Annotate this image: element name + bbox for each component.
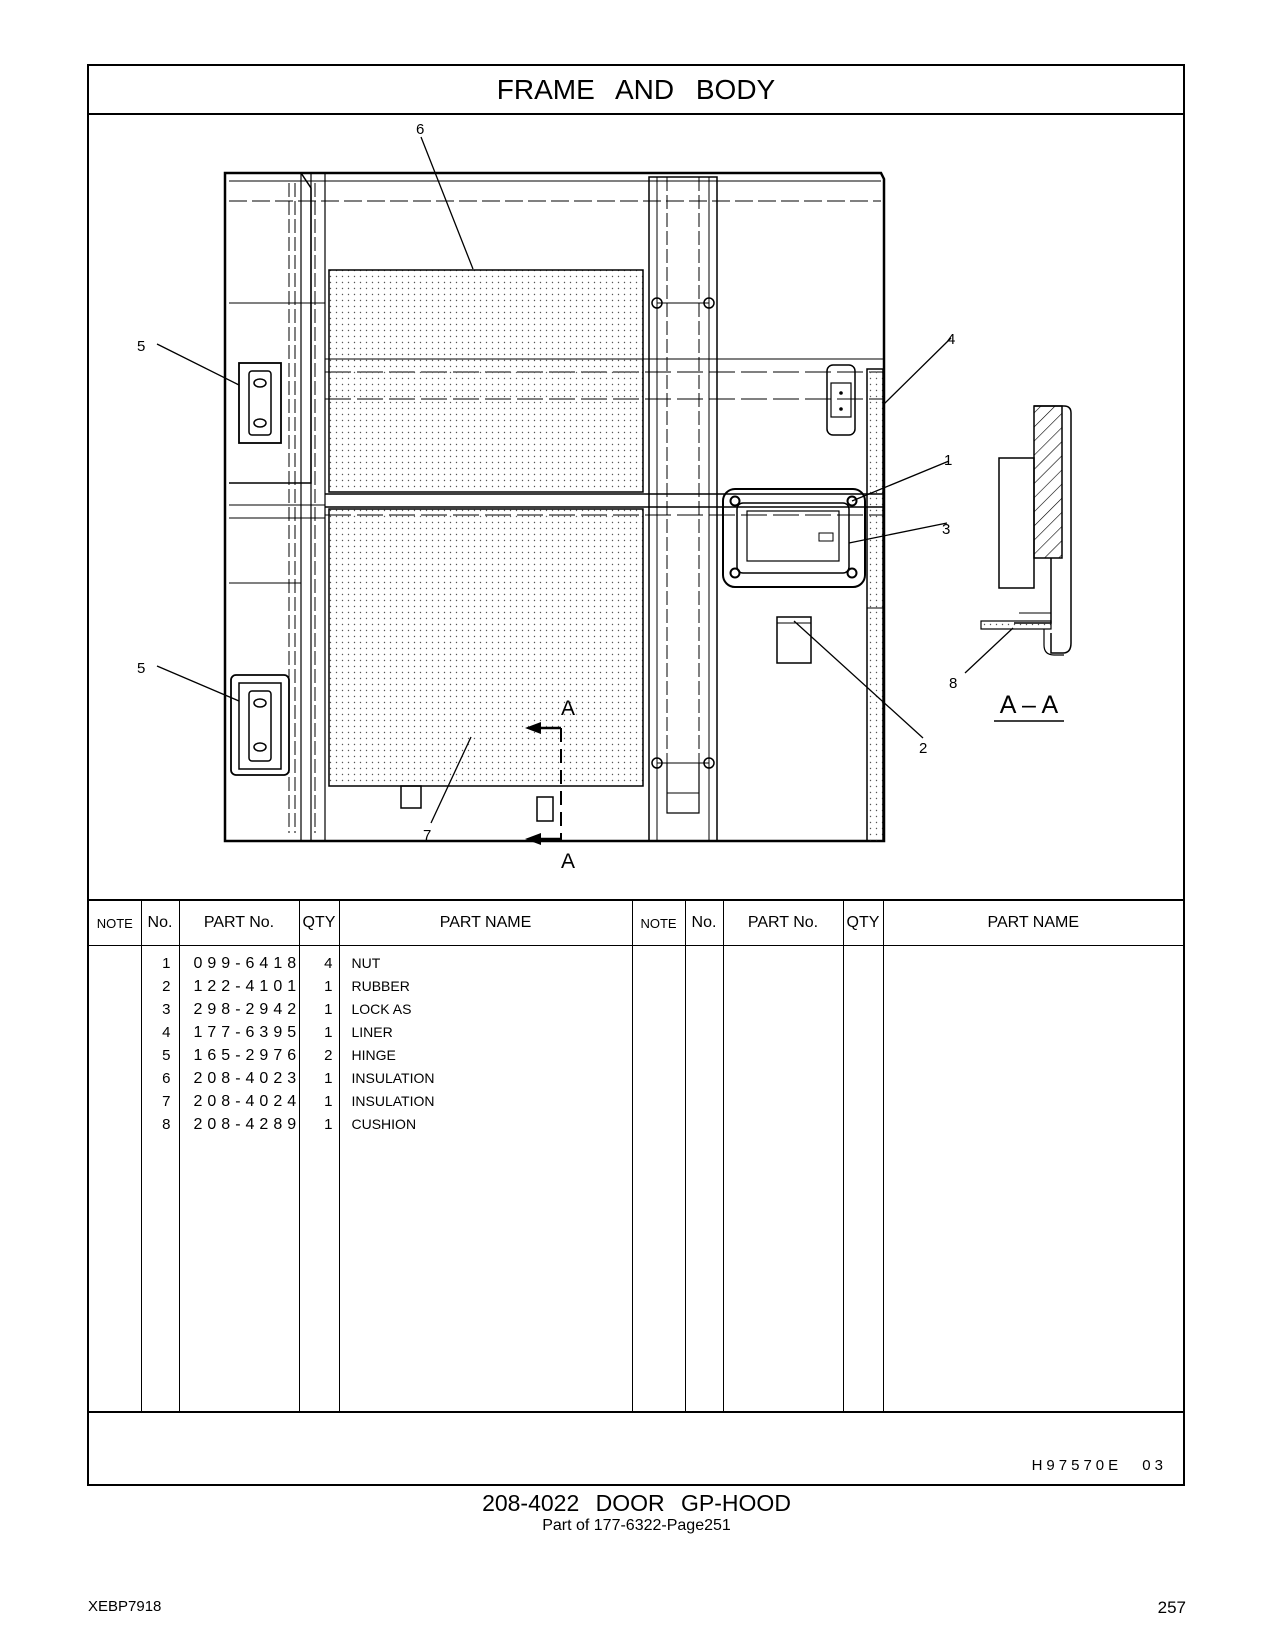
- row-qty: 1: [324, 1070, 333, 1087]
- header-partname-right: PART NAME: [883, 901, 1183, 946]
- note-column-left: [89, 945, 142, 1411]
- row-part-name: CUSHION: [351, 1116, 417, 1132]
- row-no: 8: [162, 1116, 171, 1133]
- row-part-no: 208-4024: [193, 1093, 299, 1110]
- row-qty: 1: [324, 1093, 333, 1110]
- partno-column-right: [723, 945, 844, 1411]
- catalog-frame: FRAME AND BODY: [87, 64, 1185, 1486]
- row-part-name: NUT: [351, 955, 381, 971]
- header-no-left: No.: [141, 901, 180, 946]
- drawing-svg: A A A – A: [137, 121, 1072, 873]
- row-part-no: 208-4023: [193, 1070, 299, 1087]
- note-column-right: [632, 945, 686, 1411]
- header-partno-right: PART No.: [723, 901, 844, 946]
- row-part-no: 177-6395: [193, 1024, 299, 1041]
- row-part-name: HINGE: [351, 1047, 396, 1063]
- hinge-upper: [238, 362, 282, 444]
- partno-column: 099-6418 122-4101 298-2942 177-6395 165-…: [179, 945, 300, 1411]
- row-part-name: LINER: [351, 1024, 393, 1040]
- group-subcaption: Part of 177-6322-Page251: [542, 1517, 731, 1534]
- drawing-code: H97570E 03: [1031, 1457, 1167, 1474]
- document-id: XEBP7918: [88, 1598, 162, 1615]
- partname-column: NUT RUBBER LOCK AS LINER HINGE INSULATIO…: [339, 945, 633, 1411]
- insulation-lower: [328, 508, 644, 787]
- header-qty-right: QTY: [843, 901, 884, 946]
- header-note-left: NOTE: [89, 901, 142, 946]
- header-partno-left: PART No.: [179, 901, 300, 946]
- row-no: 4: [162, 1024, 171, 1041]
- callout-5-upper: 5: [137, 338, 145, 355]
- callout-7: 7: [423, 827, 431, 844]
- qty-column: 4 1 1 1 2 1 1 1: [299, 945, 340, 1411]
- callout-3: 3: [942, 521, 950, 538]
- row-qty: 1: [324, 978, 333, 995]
- hinge-lower: [230, 674, 290, 776]
- callout-6: 6: [416, 121, 424, 138]
- row-part-no: 165-2976: [193, 1047, 299, 1064]
- no-column: 1 2 3 4 5 6 7 8: [141, 945, 180, 1411]
- row-part-no: 298-2942: [193, 1001, 299, 1018]
- row-part-no: 208-4289: [193, 1116, 299, 1133]
- liner-strip: [866, 368, 884, 842]
- row-part-name: RUBBER: [351, 978, 410, 994]
- row-qty: 1: [324, 1116, 333, 1133]
- row-part-no: 099-6418: [193, 955, 299, 972]
- row-no: 1: [162, 955, 171, 972]
- callout-2: 2: [919, 740, 927, 757]
- callout-4: 4: [947, 331, 955, 348]
- row-no: 7: [162, 1093, 171, 1110]
- header-qty-left: QTY: [299, 901, 340, 946]
- section-view: A – A: [980, 405, 1072, 722]
- header-no-right: No.: [685, 901, 724, 946]
- callout-8: 8: [949, 675, 957, 692]
- callout-1: 1: [944, 452, 952, 469]
- row-qty: 1: [324, 1001, 333, 1018]
- section-view-label: A – A: [1000, 691, 1059, 719]
- row-no: 6: [162, 1070, 171, 1087]
- partname-column-right: [883, 946, 1183, 1412]
- insulation-upper: [328, 269, 644, 493]
- row-qty: 4: [324, 955, 333, 972]
- row-no: 2: [162, 978, 171, 995]
- qty-column-right: [843, 945, 884, 1411]
- row-part-name: INSULATION: [351, 1070, 435, 1086]
- section-mark-top: A: [561, 697, 575, 720]
- row-part-name: INSULATION: [351, 1093, 435, 1109]
- page-number: 257: [1157, 1598, 1186, 1617]
- row-no: 3: [162, 1001, 171, 1018]
- callout-5-lower: 5: [137, 660, 145, 677]
- row-qty: 1: [324, 1024, 333, 1041]
- parts-table: NOTE No. PART No. QTY PART NAME NOTE No.…: [89, 899, 1183, 1413]
- row-part-no: 122-4101: [193, 978, 299, 995]
- row-part-name: LOCK AS: [351, 1001, 412, 1017]
- group-caption: 208-4022 DOOR GP-HOOD: [482, 1490, 791, 1516]
- page-title: FRAME AND BODY: [89, 66, 1183, 115]
- parts-drawing: A A A – A: [89, 113, 1183, 899]
- rubber-block: [776, 616, 812, 664]
- section-mark-bottom: A: [561, 850, 575, 873]
- header-partname-left: PART NAME: [339, 901, 633, 946]
- leader-lines: [156, 136, 1014, 824]
- row-qty: 2: [324, 1047, 333, 1064]
- header-note-right: NOTE: [632, 901, 686, 946]
- no-column-right: [685, 945, 724, 1411]
- row-no: 5: [162, 1047, 171, 1064]
- door-panel-outline: [223, 171, 886, 843]
